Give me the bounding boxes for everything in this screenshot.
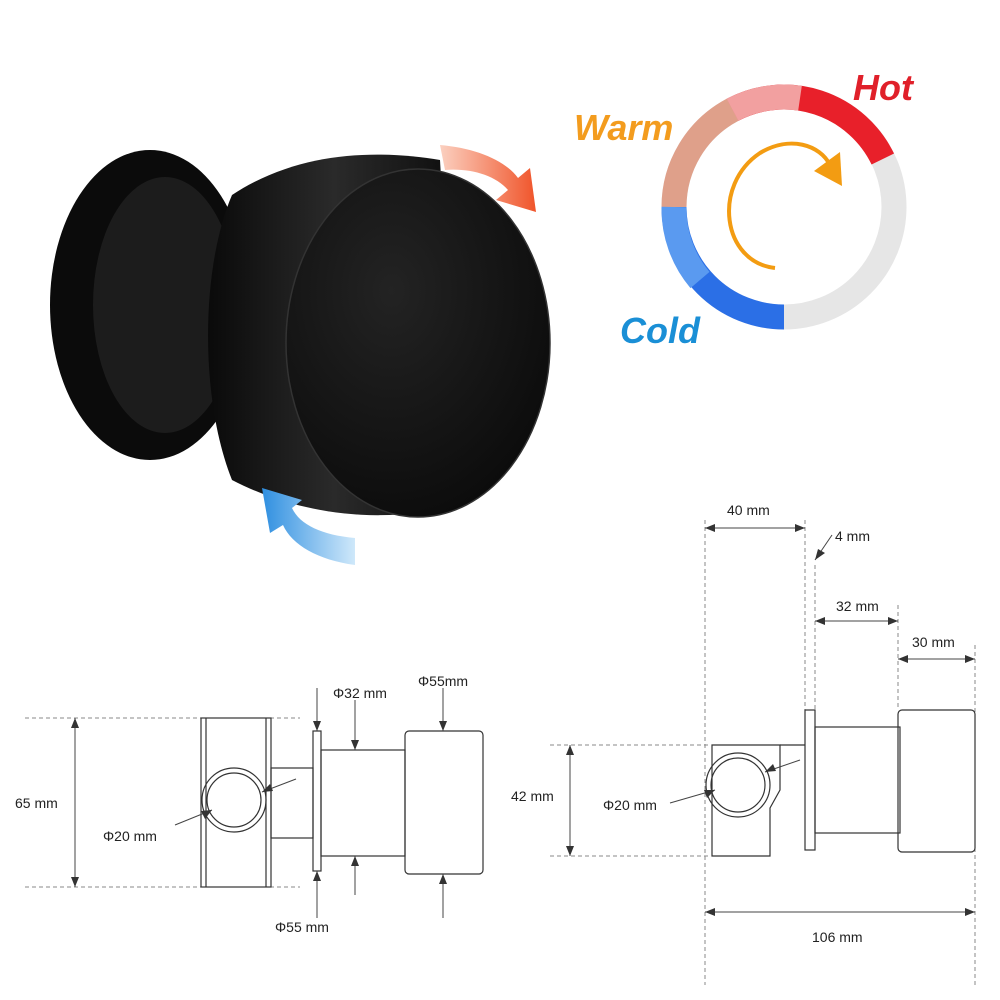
label-cold: Cold <box>620 310 701 351</box>
cold-rotate-arrow-icon <box>262 488 355 565</box>
dim-front-knob: Φ55mm <box>418 673 468 689</box>
hot-rotate-arrow-icon <box>440 145 536 212</box>
front-view-drawing <box>25 688 484 918</box>
ring-warm-segment <box>661 98 739 208</box>
label-hot: Hot <box>853 67 915 108</box>
rotate-arrowhead-icon <box>814 152 842 186</box>
ring-hot-fade <box>726 84 802 122</box>
dim-side-32: 32 mm <box>836 598 879 614</box>
knob-render <box>50 150 551 518</box>
dim-front-plate: Φ55 mm <box>275 919 329 935</box>
dim-front-shaft: Φ32 mm <box>333 685 387 701</box>
knob-face-edge <box>285 168 551 518</box>
dim-side-4: 4 mm <box>835 528 870 544</box>
temperature-ring <box>661 84 907 330</box>
dim-front-pipe: Φ20 mm <box>103 828 157 844</box>
dim-side-30: 30 mm <box>912 634 955 650</box>
wall-plate-rim <box>93 177 237 433</box>
dim-side-40: 40 mm <box>727 502 770 518</box>
dim-side-pipe: Φ20 mm <box>603 797 657 813</box>
knob-face <box>286 169 550 517</box>
rotate-arrow-icon <box>727 141 832 270</box>
dim-side-42: 42 mm <box>511 788 554 804</box>
dim-front-height: 65 mm <box>15 795 58 811</box>
label-warm: Warm <box>574 107 673 148</box>
side-view-drawing <box>550 520 976 985</box>
ring-cold-fade <box>661 206 710 289</box>
dim-side-106: 106 mm <box>812 929 863 945</box>
